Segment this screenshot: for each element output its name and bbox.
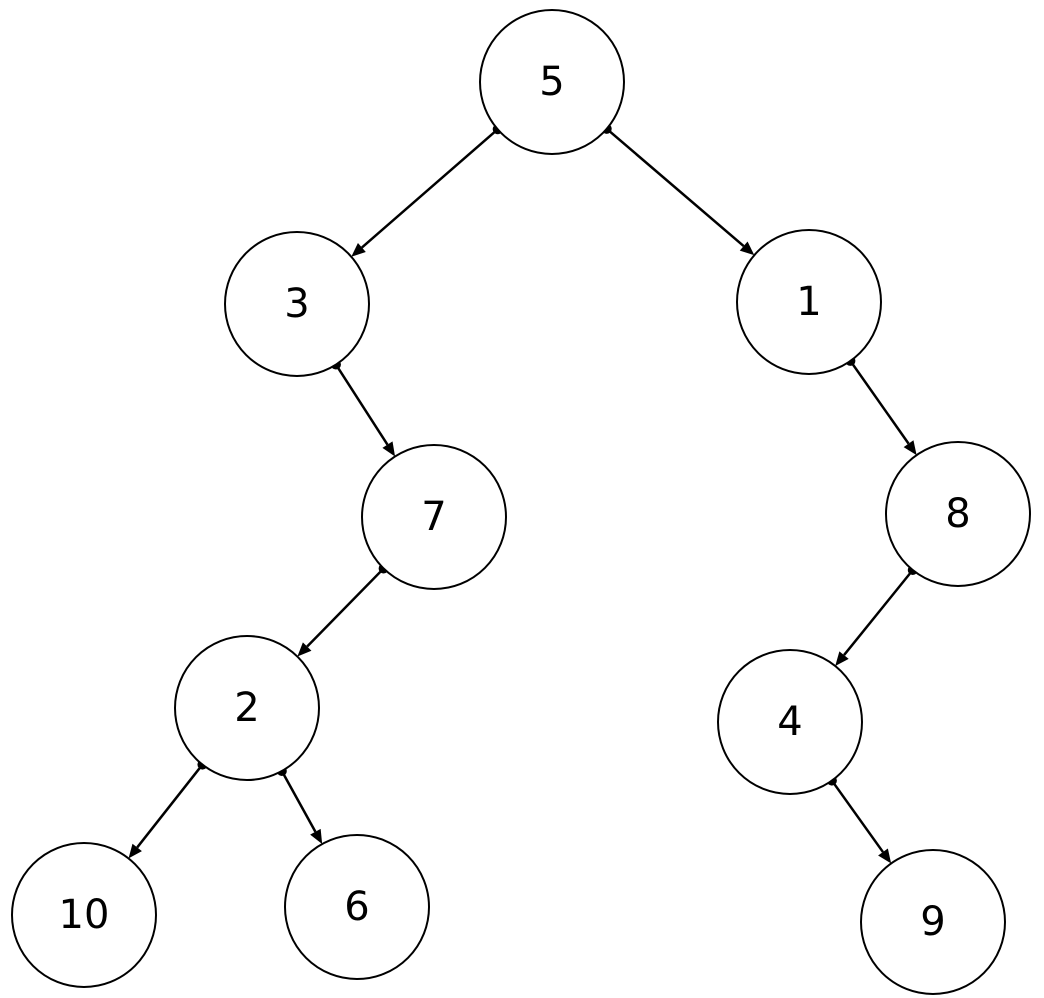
- tree-node-6: 6: [284, 834, 430, 980]
- tree-node-4: 4: [717, 649, 863, 795]
- tree-node-10: 10: [11, 842, 157, 988]
- edge-line: [334, 363, 389, 446]
- edge-arrowhead: [739, 241, 755, 256]
- node-circle: [717, 649, 863, 795]
- edge-2-to-10: [128, 759, 208, 859]
- node-circle: [479, 9, 625, 155]
- edge-5-to-1: [601, 123, 755, 256]
- node-circle: [224, 231, 370, 377]
- edge-line: [849, 360, 910, 445]
- edge-3-to-7: [330, 359, 396, 457]
- edge-7-to-2: [297, 563, 389, 657]
- node-circle: [11, 842, 157, 988]
- edge-line: [280, 770, 317, 833]
- node-circle: [885, 441, 1031, 587]
- edge-1-to-8: [845, 355, 917, 456]
- node-circle: [284, 834, 430, 980]
- edge-line: [830, 779, 884, 853]
- edge-line: [843, 569, 914, 656]
- edge-2-to-6: [276, 766, 323, 844]
- node-label: 1: [796, 279, 821, 325]
- node-circle: [860, 849, 1006, 995]
- tree-node-1: 1: [736, 229, 882, 375]
- edge-line: [306, 567, 385, 648]
- tree-node-3: 3: [224, 231, 370, 377]
- node-circle: [361, 444, 507, 590]
- node-label: 8: [945, 491, 970, 537]
- edge-arrowhead: [835, 651, 849, 666]
- edge-arrowhead: [128, 843, 142, 859]
- edge-line: [361, 128, 499, 249]
- edge-arrowhead: [903, 440, 917, 456]
- tree-node-5: 5: [479, 9, 625, 155]
- edge-4-to-9: [826, 775, 892, 864]
- node-label: 4: [777, 699, 802, 745]
- nodes-layer: 5 3 1 7 8 2 4 10 6 9: [11, 9, 1031, 995]
- node-circle: [736, 229, 882, 375]
- node-label: 10: [59, 892, 110, 938]
- edge-8-to-4: [835, 565, 918, 666]
- tree-node-2: 2: [174, 635, 320, 781]
- edge-5-to-3: [351, 124, 503, 257]
- tree-node-8: 8: [885, 441, 1031, 587]
- edge-arrowhead: [297, 642, 312, 657]
- node-label: 9: [920, 899, 945, 945]
- edge-line: [136, 763, 204, 849]
- edge-arrowhead: [382, 441, 396, 457]
- edge-arrowhead: [351, 243, 366, 257]
- node-label: 7: [421, 494, 446, 540]
- node-circle: [174, 635, 320, 781]
- edge-arrowhead: [878, 848, 892, 864]
- edge-arrowhead: [310, 828, 323, 844]
- node-label: 2: [234, 685, 259, 731]
- node-label: 5: [539, 59, 564, 105]
- node-label: 3: [284, 281, 309, 327]
- edge-line: [605, 127, 745, 248]
- tree-node-9: 9: [860, 849, 1006, 995]
- tree-node-7: 7: [361, 444, 507, 590]
- node-label: 6: [344, 884, 369, 930]
